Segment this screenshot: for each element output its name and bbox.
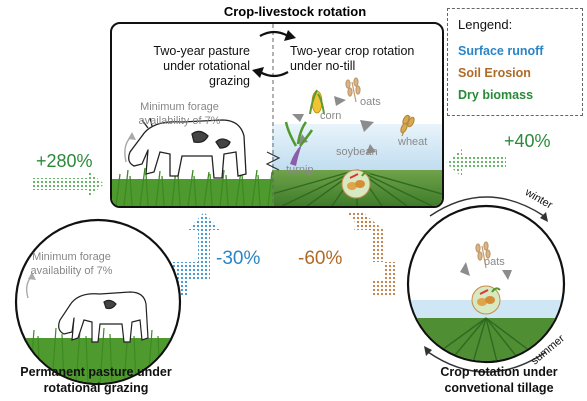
runoff-arrow	[172, 212, 220, 296]
crop-description: Two-year crop rotation under no-till	[290, 44, 415, 73]
min-forage-note: Minimum forage availability of 7%	[138, 101, 221, 127]
crop-livestock-box: Two-year pasture under rotational grazin…	[110, 22, 444, 208]
soybean-right-icon	[471, 285, 501, 315]
crop-label-turnip: turnip	[286, 164, 314, 176]
min-forage-left-note: Minimum forage availability of 7%	[30, 251, 113, 277]
crop-label-wheat: wheat	[398, 136, 428, 148]
crop-label-soybean: soybean	[336, 146, 378, 158]
growth-arrow-head	[128, 132, 136, 140]
wheat-icon	[400, 114, 415, 137]
biomass-arrow-right	[446, 149, 506, 177]
erosion-change: -60%	[298, 248, 343, 269]
cow-left-icon	[58, 291, 149, 343]
pasture-description: Two-year pasture under rotational grazin…	[153, 44, 250, 88]
season-arc-top	[429, 196, 545, 217]
legend-title: Lengend:	[458, 17, 513, 32]
legend-soil-erosion: Soil Erosion	[458, 66, 531, 80]
erosion-arrow	[346, 212, 396, 296]
oats-right-icon	[475, 241, 491, 269]
legend: Lengend: Surface runoff Soil Erosion Dry…	[447, 8, 583, 116]
diagram-title: Crop-livestock rotation	[223, 4, 367, 19]
turnip-icon	[284, 121, 314, 166]
cow-icon	[128, 117, 247, 179]
crop-rotation-caption: Crop rotation under convetional tillage	[440, 365, 558, 395]
crop-biomass-change: +40%	[504, 131, 551, 151]
cycle-arrow-right-icon	[502, 270, 512, 280]
cycle-arrow-left-icon	[460, 262, 470, 276]
legend-surface-runoff: Surface runoff	[458, 44, 544, 58]
crop-label-oats: oats	[360, 96, 381, 108]
oats-icon	[345, 77, 361, 103]
pasture-circle	[14, 218, 182, 386]
biomass-arrow-left	[32, 170, 104, 198]
pasture-caption: Permanent pasture under rotational grazi…	[20, 365, 172, 395]
crop-cycle-arrows	[292, 96, 376, 154]
main-box-art	[112, 24, 442, 206]
corn-icon	[309, 89, 325, 115]
pasture-grass	[112, 167, 274, 206]
runoff-change: -30%	[216, 248, 261, 269]
pasture-biomass-change: +280%	[36, 151, 93, 171]
legend-dry-biomass: Dry biomass	[458, 88, 534, 102]
crop-label-oats-right: oats	[484, 256, 505, 268]
soybean-icon	[341, 169, 371, 199]
crop-label-corn: corn	[320, 110, 342, 122]
rotation-arrows-icon	[252, 30, 296, 78]
season-arc-bottom	[427, 351, 547, 373]
divider-break	[265, 151, 281, 171]
